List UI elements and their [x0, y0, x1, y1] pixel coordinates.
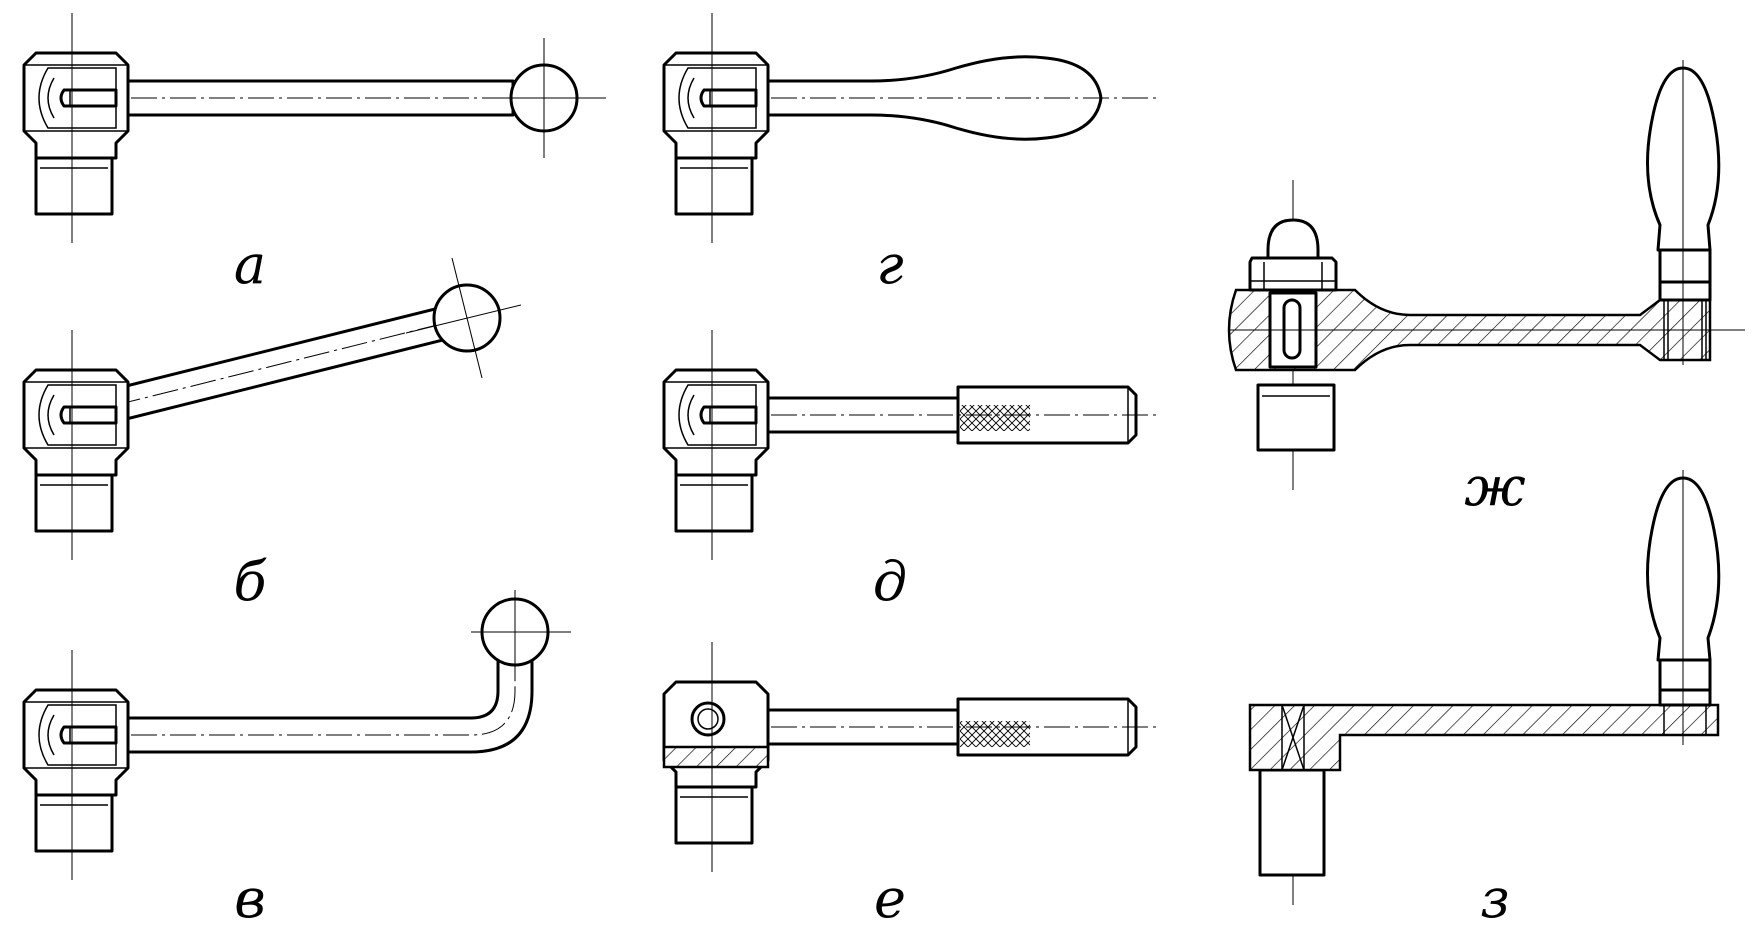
figure-label-v: в: [234, 867, 265, 930]
figure-label-z: з: [1480, 867, 1509, 930]
figure-label-e: е: [874, 867, 906, 930]
figure-g: [662, 11, 1156, 245]
figure-label-zh: ж: [1464, 455, 1525, 518]
figure-v: [22, 590, 571, 882]
figure-label-b: б: [234, 550, 268, 613]
figure-zh: [1227, 60, 1745, 490]
figure-label-g: г: [876, 233, 903, 296]
figure-a: [22, 11, 606, 245]
figure-d: [662, 328, 1156, 562]
figure-label-d: д: [873, 550, 907, 613]
figure-e: [662, 640, 1156, 874]
figure-label-a: а: [234, 233, 266, 296]
figure-z: [1248, 470, 1721, 905]
figure-b: [22, 257, 522, 562]
